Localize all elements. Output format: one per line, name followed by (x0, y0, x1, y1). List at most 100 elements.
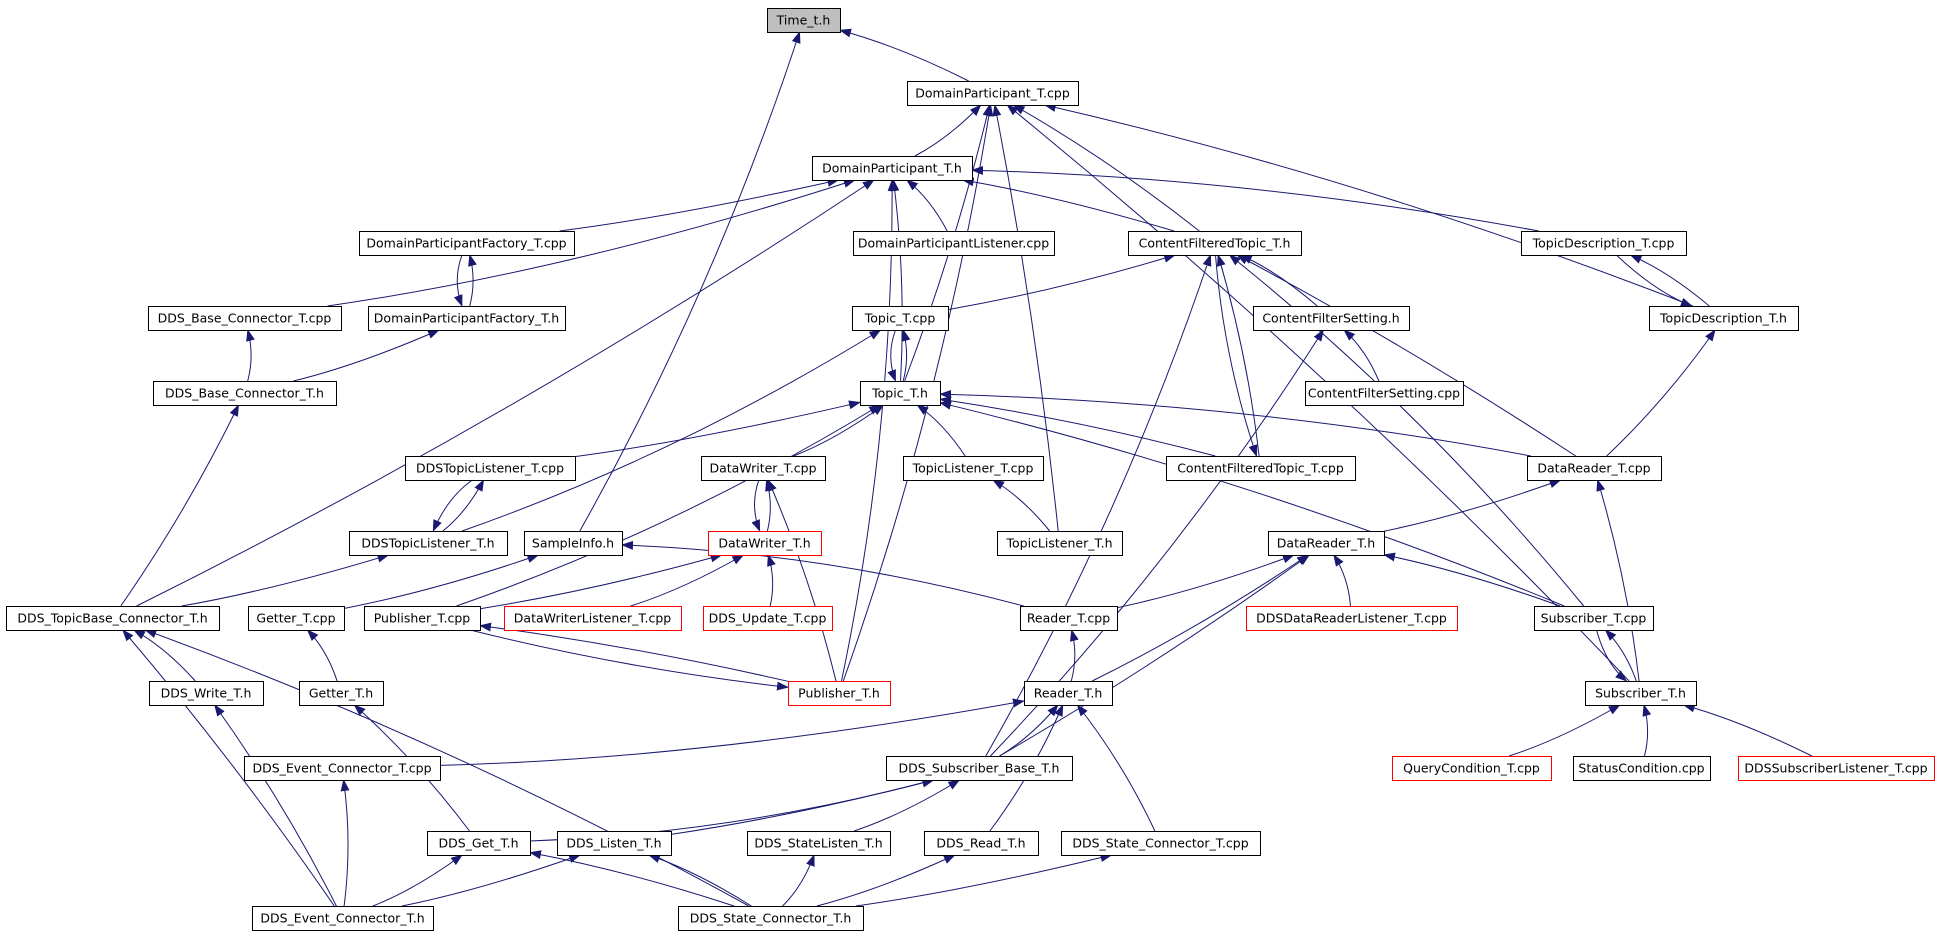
dependency-edges (120, 28, 1813, 907)
node-dds-state-conn-t-h[interactable]: DDS_State_Connector_T.h (678, 906, 864, 931)
node-label: TopicDescription_T.h (1659, 311, 1787, 326)
node-time-t-h[interactable]: Time_t.h (767, 8, 841, 33)
node-box (368, 306, 566, 331)
node-td-t-cpp[interactable]: TopicDescription_T.cpp (1521, 231, 1687, 256)
node-box (359, 231, 575, 256)
node-dp-t-cpp[interactable]: DomainParticipant_T.cpp (907, 81, 1079, 106)
node-cft-t-cpp[interactable]: ContentFilteredTopic_T.cpp (1166, 456, 1356, 481)
edge-topic_t_cpp-to-topic_t_h (887, 329, 896, 382)
node-box (149, 681, 264, 706)
edge-topic_t_h-to-topic_t_cpp (901, 329, 911, 382)
node-label: DDS_State_Connector_T.cpp (1072, 836, 1248, 851)
node-topic-t-cpp[interactable]: Topic_T.cpp (852, 306, 949, 331)
node-tl-t-h[interactable]: TopicListener_T.h (997, 531, 1123, 556)
node-label: DomainParticipantFactory_T.cpp (366, 236, 566, 251)
node-cfs-h[interactable]: ContentFilterSetting.h (1253, 306, 1410, 331)
node-si-h[interactable]: SampleInfo.h (524, 531, 623, 556)
node-dpl-cpp[interactable]: DomainParticipantListener.cpp (853, 231, 1055, 256)
edge-td_t_h-to-dp_t_cpp (1043, 103, 1693, 307)
node-box (148, 306, 342, 331)
node-label: DDSSubscriberListener_T.cpp (1744, 761, 1927, 776)
node-dds-write-t-h[interactable]: DDS_Write_T.h (149, 681, 264, 706)
node-box (860, 381, 941, 406)
node-tl-t-cpp[interactable]: TopicListener_T.cpp (903, 456, 1044, 481)
node-label: DDSTopicListener_T.h (361, 536, 494, 551)
node-dds-read-t-h[interactable]: DDS_Read_T.h (924, 831, 1039, 856)
edge-topic_t_cpp-to-cft_t_h (947, 253, 1177, 311)
node-label: Publisher_T.cpp (374, 611, 471, 626)
node-label: ContentFilterSetting.cpp (1308, 386, 1460, 401)
node-dp-t-h[interactable]: DomainParticipant_T.h (812, 156, 973, 181)
node-getter-t-cpp[interactable]: Getter_T.cpp (248, 606, 345, 631)
node-box (924, 831, 1039, 856)
node-sub-t-cpp[interactable]: Subscriber_T.cpp (1534, 606, 1654, 631)
node-label: DDS_Get_T.h (438, 836, 518, 851)
node-dds-update-t-cpp[interactable]: DDS_Update_T.cpp (703, 606, 833, 631)
node-label: DataWriterListener_T.cpp (514, 611, 671, 626)
node-label: Subscriber_T.cpp (1541, 611, 1647, 626)
node-dr-t-h[interactable]: DataReader_T.h (1268, 531, 1385, 556)
node-pub-t-cpp[interactable]: Publisher_T.cpp (364, 606, 481, 631)
node-box (524, 531, 623, 556)
node-ddsdrl-t-cpp[interactable]: DDSDataReaderListener_T.cpp (1246, 606, 1458, 631)
node-dwl-t-cpp[interactable]: DataWriterListener_T.cpp (504, 606, 682, 631)
edge-dds_event_conn_t_h-to-dds_listen_t_h (402, 854, 582, 907)
node-topic-t-h[interactable]: Topic_T.h (860, 381, 941, 406)
node-dr-t-cpp[interactable]: DataReader_T.cpp (1527, 456, 1662, 481)
node-dds-statelisten-t-h[interactable]: DDS_StateListen_T.h (747, 831, 891, 856)
edge-tl_t_cpp-to-topic_t_h (916, 404, 966, 457)
node-ddstl-t-cpp[interactable]: DDSTopicListener_T.cpp (405, 456, 576, 481)
node-label: QueryCondition_T.cpp (1403, 761, 1540, 776)
node-cfs-cpp[interactable]: ContentFilterSetting.cpp (1305, 381, 1464, 406)
edge-dp_t_cpp-to-time_t_h (839, 28, 969, 82)
node-label: DDS_Event_Connector_T.cpp (252, 761, 431, 776)
node-cft-t-h[interactable]: ContentFilteredTopic_T.h (1128, 231, 1302, 256)
edge-dr_t_cpp-to-topic_t_h (939, 389, 1531, 457)
edge-reader_t_h-to-reader_t_cpp (1069, 629, 1079, 682)
node-box (1061, 831, 1261, 856)
node-label: StatusCondition.cpp (1578, 761, 1704, 776)
node-label: SampleInfo.h (532, 536, 614, 551)
node-pub-t-h[interactable]: Publisher_T.h (788, 681, 891, 706)
node-sc-cpp[interactable]: StatusCondition.cpp (1573, 756, 1711, 781)
node-box (678, 906, 864, 931)
node-dds-event-conn-t-cpp[interactable]: DDS_Event_Connector_T.cpp (244, 756, 441, 781)
edge-cft_t_cpp-to-topic_t_h (939, 396, 1216, 457)
node-box (1128, 231, 1302, 256)
node-dw-t-h[interactable]: DataWriter_T.h (708, 531, 822, 556)
node-dpf-t-cpp[interactable]: DomainParticipantFactory_T.cpp (359, 231, 575, 256)
node-box (248, 606, 345, 631)
node-dds-state-conn-t-cpp[interactable]: DDS_State_Connector_T.cpp (1061, 831, 1261, 856)
edge-ddsdrl_t_cpp-to-dr_t_h (1333, 554, 1351, 607)
node-label: DDS_Update_T.cpp (709, 611, 827, 626)
node-dpf-t-h[interactable]: DomainParticipantFactory_T.h (368, 306, 566, 331)
edge-topic_t_h-to-dp_t_h (890, 179, 903, 382)
node-dds-listen-t-h[interactable]: DDS_Listen_T.h (557, 831, 672, 856)
node-box (427, 831, 531, 856)
node-label: DomainParticipantFactory_T.h (374, 311, 559, 326)
node-sub-t-h[interactable]: Subscriber_T.h (1585, 681, 1697, 706)
node-dds-base-conn-t-h[interactable]: DDS_Base_Connector_T.h (153, 381, 337, 406)
node-dds-get-t-h[interactable]: DDS_Get_T.h (427, 831, 531, 856)
node-dds-tb-conn-t-h[interactable]: DDS_TopicBase_Connector_T.h (6, 606, 220, 631)
node-box (299, 681, 384, 706)
edge-dr_t_cpp-to-td_t_h (1606, 329, 1716, 457)
edge-qc_t_cpp-to-sub_t_h (1508, 704, 1621, 757)
node-reader-t-cpp[interactable]: Reader_T.cpp (1020, 606, 1118, 631)
node-ddssl-t-cpp[interactable]: DDSSubscriberListener_T.cpp (1738, 756, 1935, 781)
node-ddstl-t-h[interactable]: DDSTopicListener_T.h (349, 531, 508, 556)
node-dds-event-conn-t-h[interactable]: DDS_Event_Connector_T.h (252, 906, 434, 931)
node-label: DDS_Subscriber_Base_T.h (899, 761, 1060, 776)
node-label: DDSTopicListener_T.cpp (416, 461, 564, 476)
edge-tl_t_h-to-tl_t_cpp (992, 479, 1051, 532)
node-getter-t-h[interactable]: Getter_T.h (299, 681, 384, 706)
node-qc-t-cpp[interactable]: QueryCondition_T.cpp (1392, 756, 1552, 781)
node-label: DDSDataReaderListener_T.cpp (1256, 611, 1447, 626)
node-td-t-h[interactable]: TopicDescription_T.h (1649, 306, 1799, 331)
edge-dds_statelisten_t_h-to-dds_sub_base_t_h (853, 779, 961, 832)
node-dds-base-conn-t-cpp[interactable]: DDS_Base_Connector_T.cpp (148, 306, 342, 331)
node-box (153, 381, 337, 406)
node-reader-t-h[interactable]: Reader_T.h (1024, 681, 1113, 706)
node-dds-sub-base-t-h[interactable]: DDS_Subscriber_Base_T.h (886, 756, 1073, 781)
node-dw-t-cpp[interactable]: DataWriter_T.cpp (701, 456, 826, 481)
